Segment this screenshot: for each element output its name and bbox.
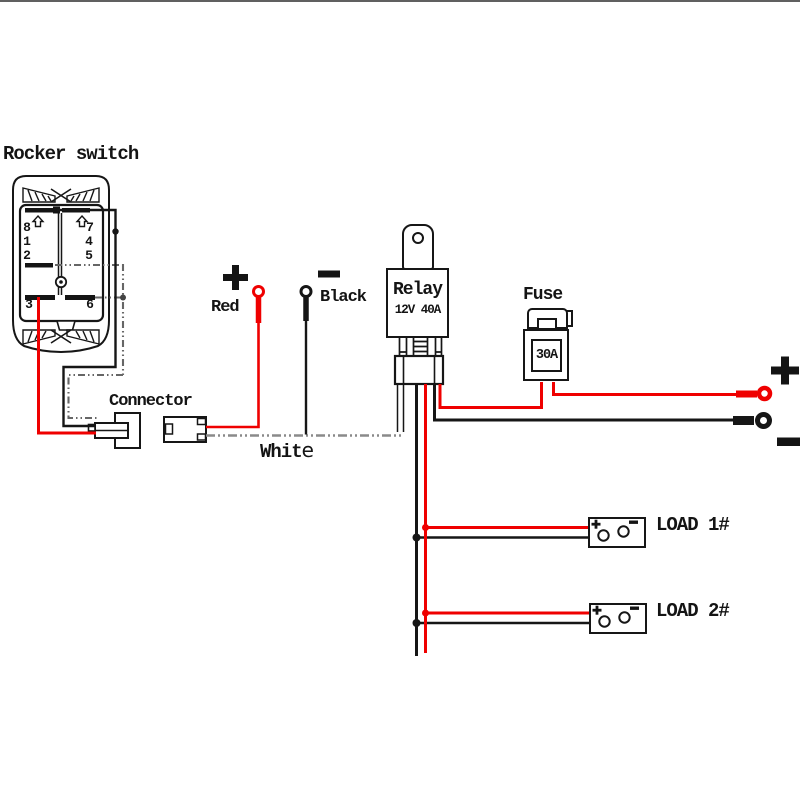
- load2-symbols: [592, 605, 639, 628]
- red-plus-symbol: [223, 265, 248, 290]
- relay-pins: [398, 338, 443, 356]
- connector-label: Connector: [109, 392, 193, 411]
- connector-plug: [87, 412, 141, 449]
- fuse-element: 30A: [531, 339, 562, 372]
- switch-pin-4: 4: [85, 234, 93, 249]
- switch-pin-3: 3: [25, 297, 33, 312]
- switch-screw-center: [59, 280, 63, 284]
- white-wire-switch-segment: [55, 263, 125, 420]
- switch-arrow-icons: [31, 214, 89, 228]
- load1-negative-hole: [617, 525, 630, 538]
- switch-top-wings: [22, 187, 100, 203]
- switch-pin-6: 6: [86, 297, 94, 312]
- page-title: Rocker switch: [3, 143, 139, 165]
- relay-name: Relay: [392, 280, 443, 300]
- battery-plus-symbol: [771, 356, 799, 385]
- image-top-border: [0, 0, 800, 2]
- black-wire-label: Black: [320, 288, 367, 307]
- load1-red-junction-dot: [422, 524, 429, 531]
- white-wire-junction-dot: [120, 294, 126, 301]
- fuse-cap: [527, 308, 568, 331]
- black-minus-symbol: [318, 270, 340, 278]
- relay-body: Relay 12V 40A: [386, 268, 449, 338]
- load2-negative-hole: [618, 611, 631, 624]
- load2-label: LOAD 2#: [656, 600, 730, 622]
- relay-mounting-tab: [402, 224, 434, 270]
- switch-pin-2: 2: [23, 248, 31, 263]
- white-wire-label-tail: e: [301, 438, 314, 462]
- load2-minus-symbol: [630, 606, 639, 610]
- white-wire-label-main: Whit: [260, 441, 303, 463]
- relay-black-wire-to-battery: [433, 384, 735, 422]
- load2-black-junction-dot: [412, 619, 421, 627]
- red-wires: [37, 297, 757, 653]
- load1-symbols: [591, 519, 638, 542]
- load1-box: [588, 517, 646, 548]
- load1-positive-hole: [597, 529, 610, 542]
- white-wire-label: White: [260, 438, 314, 463]
- relay-socket: [393, 354, 445, 386]
- load1-black-junction-dot: [412, 533, 421, 542]
- red-wire-label: Red: [211, 298, 240, 317]
- load2-box: [589, 603, 647, 634]
- switch-pin7-junction-dot: [112, 228, 119, 235]
- switch-pin-1: 1: [23, 234, 31, 249]
- switch-red-wire: [37, 297, 96, 435]
- switch-pin-8: 8: [23, 220, 31, 235]
- fuse-red-wire-to-battery: [552, 382, 738, 396]
- relay-rating: 12V 40A: [394, 303, 442, 317]
- load1-minus-symbol: [629, 520, 638, 524]
- fuse-label: Fuse: [523, 285, 563, 305]
- fuse-holder: 30A: [523, 329, 569, 381]
- load1-plus-symbol: [591, 519, 601, 529]
- load1-label: LOAD 1#: [656, 514, 730, 536]
- switch-pin-7: 7: [86, 220, 94, 235]
- black-wires: [57, 208, 754, 656]
- relay-white-lead: [396, 384, 405, 432]
- switch-feed-black-wire: [57, 208, 117, 428]
- load2-positive-hole: [598, 615, 611, 628]
- fuse-rating: 30A: [535, 348, 558, 363]
- switch-pin-5: 5: [85, 248, 93, 263]
- red-wire-connector-to-terminal: [206, 322, 260, 429]
- relay-tab-hole: [412, 232, 424, 244]
- relay-red-wire-to-fuse: [438, 382, 543, 409]
- battery-positive-ring-terminal: [756, 385, 773, 402]
- load2-plus-symbol: [592, 605, 602, 615]
- battery-minus-symbol: [777, 437, 800, 446]
- connector-receptacle: [163, 416, 207, 443]
- black-terminal-ring: [299, 285, 313, 298]
- red-terminal-ring: [252, 285, 265, 298]
- battery-negative-ring-terminal: [755, 412, 772, 429]
- load2-red-junction-dot: [422, 609, 429, 617]
